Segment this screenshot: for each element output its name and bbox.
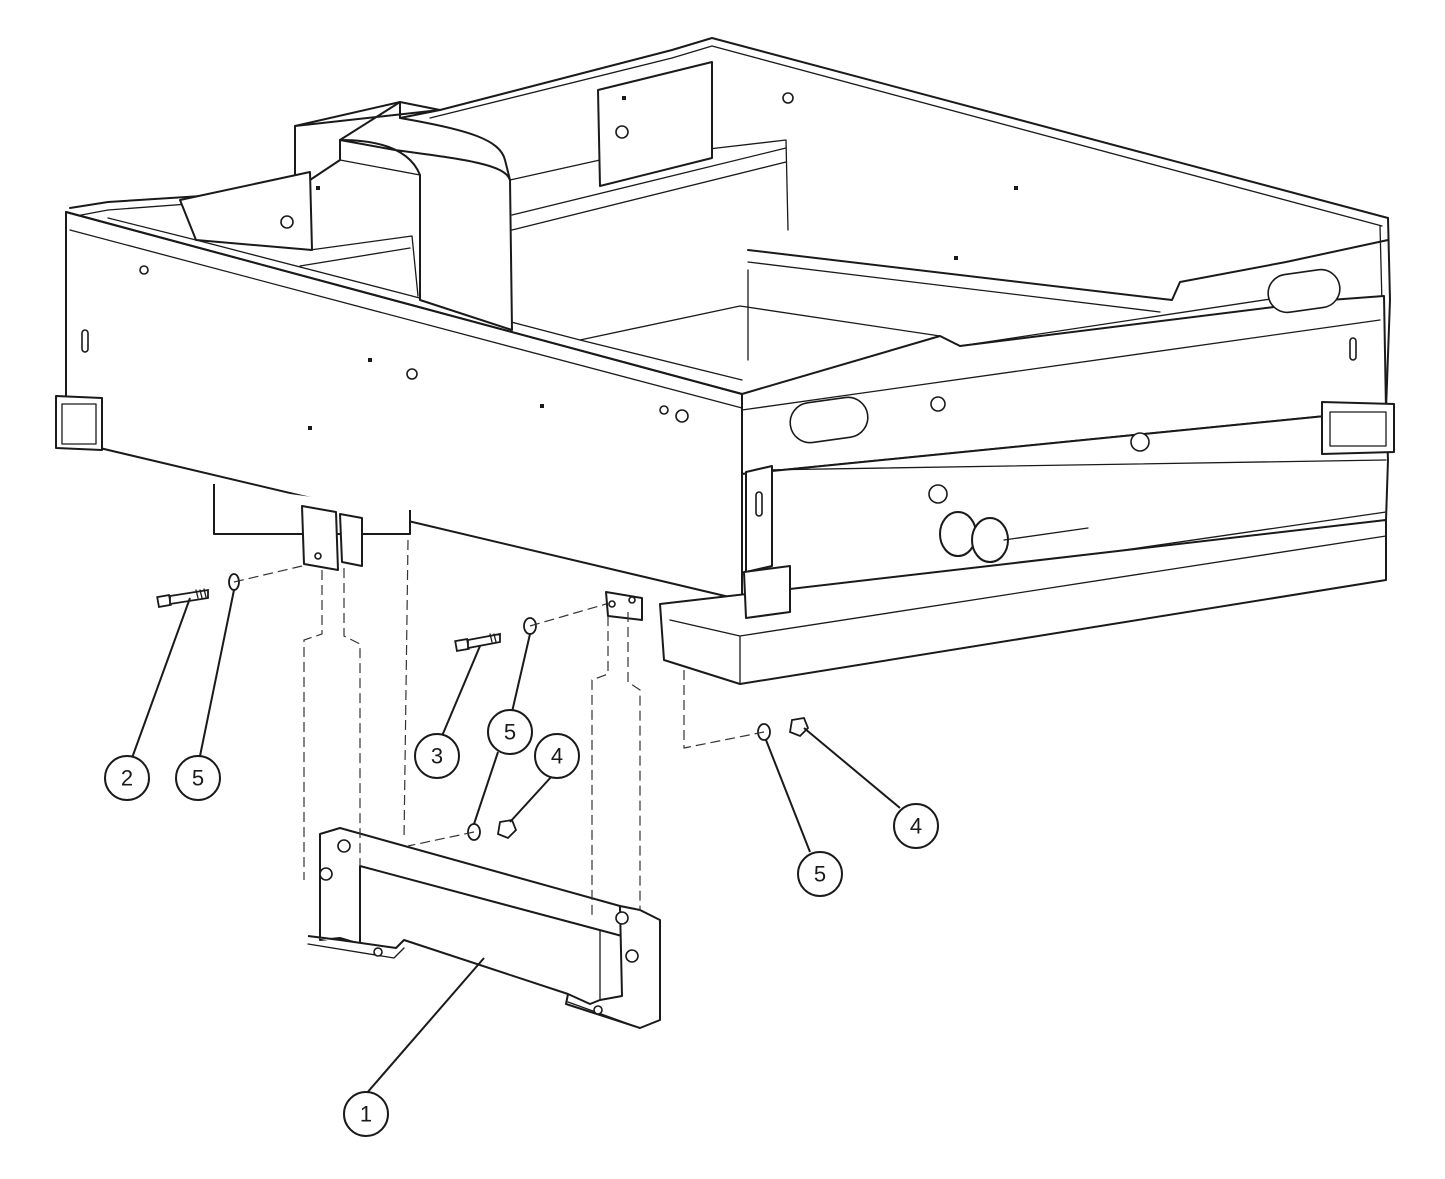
callout-4-right: 4 <box>893 803 939 849</box>
nut-right <box>788 716 810 738</box>
mounting-plate <box>307 827 661 1029</box>
wall-holes <box>81 92 1357 430</box>
bolt-2 <box>156 588 209 609</box>
tray-frame <box>55 37 1395 685</box>
callout-5-upper-center-label: 5 <box>504 720 516 745</box>
callout-1: 1 <box>343 1091 389 1137</box>
callout-3-label: 3 <box>431 744 443 769</box>
callout-4-center-label: 4 <box>551 744 563 769</box>
nut-lower-center <box>496 818 518 840</box>
callout-2-label: 2 <box>121 766 133 791</box>
callout-1-label: 1 <box>360 1102 372 1127</box>
leader-lines <box>131 589 901 1095</box>
callout-4-center: 4 <box>534 733 580 779</box>
callout-5-right: 5 <box>797 851 843 897</box>
callout-4-right-label: 4 <box>910 814 922 839</box>
callout-5-left: 5 <box>175 755 221 801</box>
callout-5-upper-center: 5 <box>487 709 533 755</box>
callout-2: 2 <box>104 755 150 801</box>
callout-5-right-label: 5 <box>814 862 826 887</box>
bolt-3 <box>454 632 501 653</box>
callout-5-left-label: 5 <box>192 766 204 791</box>
alignment-lines <box>233 539 765 920</box>
callout-3: 3 <box>414 733 460 779</box>
